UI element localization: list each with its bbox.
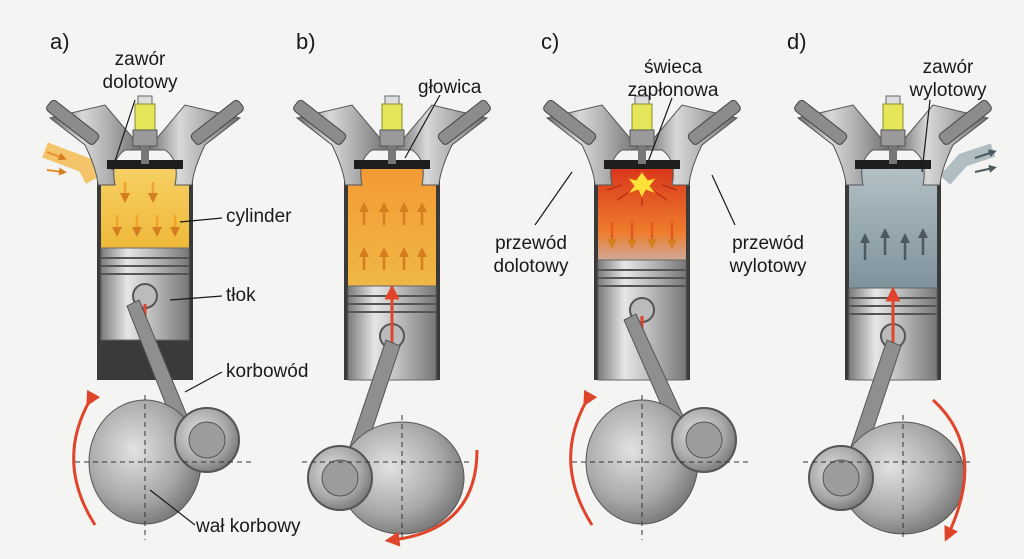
label-intake-port: przewód dolotowy <box>486 232 576 278</box>
stage-letter-c: c) <box>541 29 560 54</box>
label-spark-plug-line2: zapłonowa <box>627 80 719 101</box>
label-crankshaft: wał korbowy <box>196 516 301 537</box>
label-spark-plug: świeca zapłonowa <box>618 56 728 102</box>
engine-intake-stroke <box>42 95 255 540</box>
label-intake-valve: zawór dolotowy <box>92 48 188 94</box>
label-exhaust-valve-line1: zawór <box>922 57 974 78</box>
engine-exhaust-stroke <box>792 95 997 542</box>
label-connecting-rod: korbowód <box>226 361 309 382</box>
stage-letter-b: b) <box>296 29 316 54</box>
label-exhaust-port-line2: wylotowy <box>729 256 807 277</box>
stage-letter-a: a) <box>50 29 70 54</box>
label-cylinder-head: głowica <box>418 77 482 98</box>
label-cylinder: cylinder <box>226 206 292 227</box>
label-exhaust-port-line1: przewód <box>732 233 804 254</box>
label-exhaust-valve-line2: wylotowy <box>909 80 987 101</box>
label-intake-valve-line2: dolotowy <box>102 72 178 93</box>
stage-letter-d: d) <box>787 29 807 54</box>
engine-combustion-stroke <box>541 95 752 540</box>
label-exhaust-valve: zawór wylotowy <box>900 56 996 102</box>
label-exhaust-port: przewód wylotowy <box>722 232 814 278</box>
engine-compression-stroke <box>291 95 493 547</box>
label-piston: tłok <box>226 285 256 306</box>
label-intake-valve-line1: zawór <box>114 49 166 70</box>
label-intake-port-line2: dolotowy <box>493 256 569 277</box>
label-spark-plug-line1: świeca <box>643 57 703 78</box>
leader-lines <box>111 94 931 526</box>
label-intake-port-line1: przewód <box>495 233 567 254</box>
